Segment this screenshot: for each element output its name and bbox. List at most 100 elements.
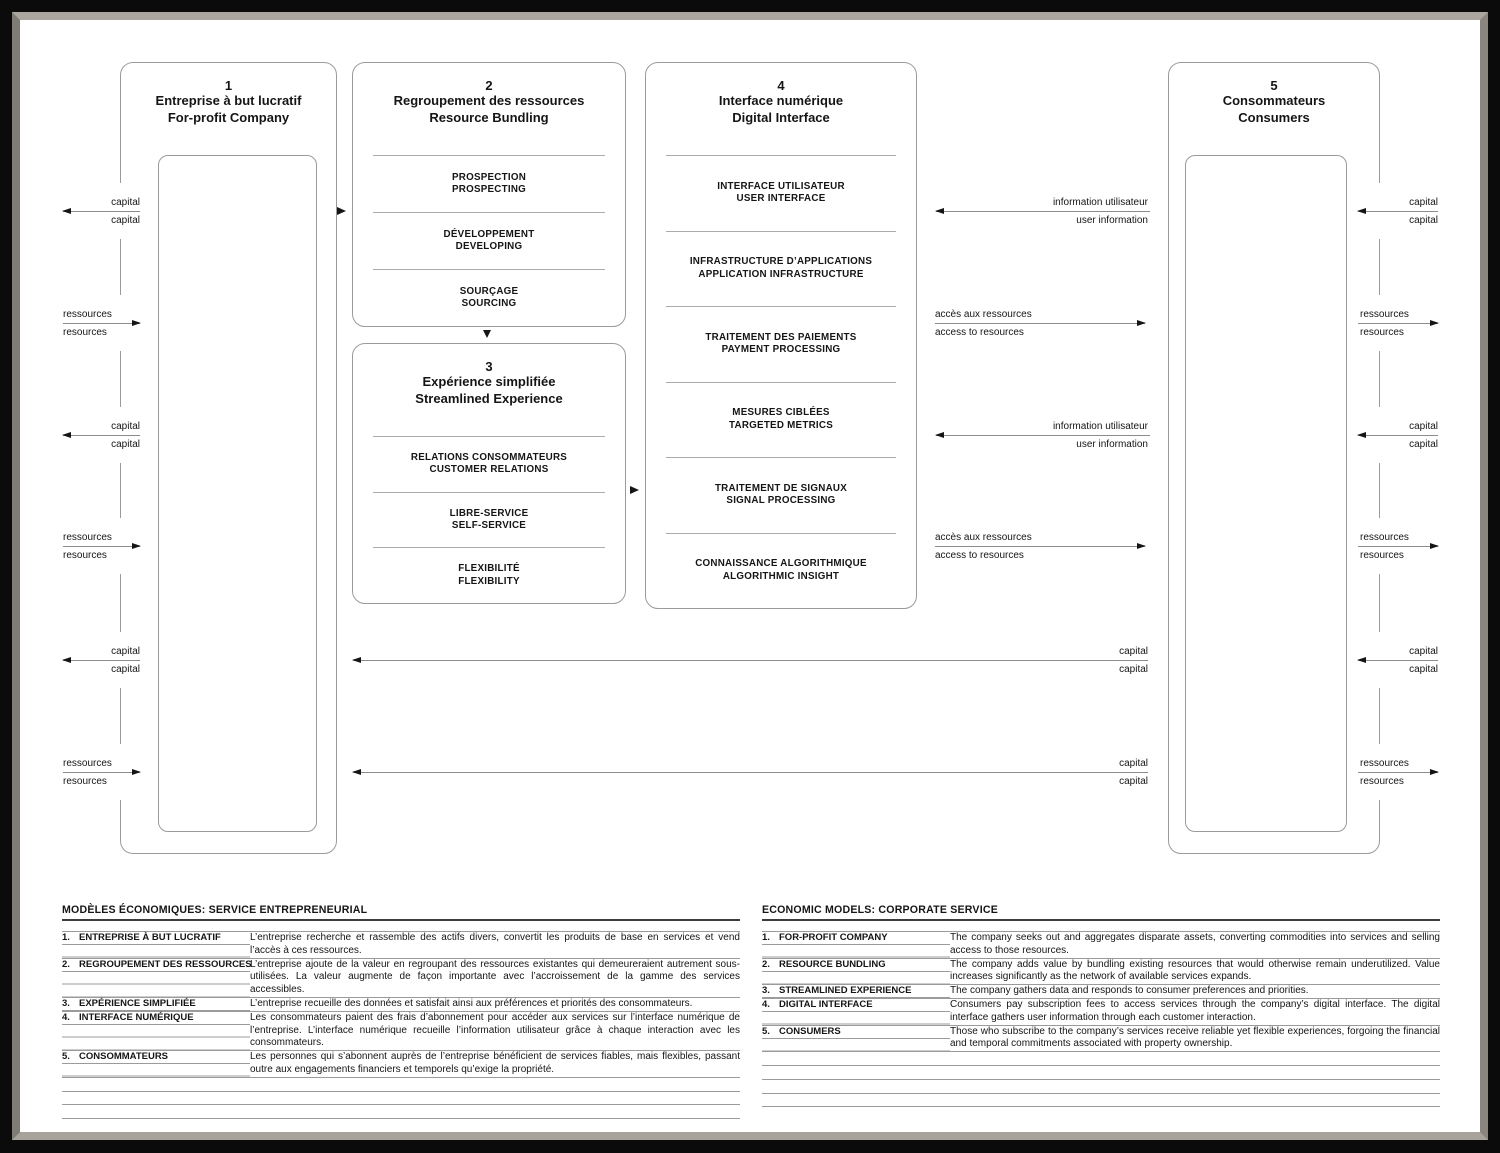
legend-item-title: 1.ENTREPRISE À BUT LUCRATIF [62,932,250,958]
arrow-ressources-left-2 [63,543,141,549]
flow-label-ressources-fr: ressources [63,532,112,543]
item-label-en: APPLICATION INFRASTRUCTURE [698,268,864,280]
arrow-box3-to-box4-icon [630,486,639,494]
flow-label-capital-en: capital [111,215,140,226]
flow-label-user-info-en: user information [1076,439,1148,450]
arrow-ressources-left-1 [63,320,141,326]
flow-label-ressources-fr: ressources [63,758,112,769]
flow-label-access-fr: accès aux ressources [935,309,1032,320]
flow-label-capital-en: capital [111,439,140,450]
box-header: 5 Consommateurs Consumers [1169,63,1379,155]
table-row: 1.ENTREPRISE À BUT LUCRATIF L’entreprise… [62,932,740,959]
flow-label-capital-en: capital [1119,776,1148,787]
box-header: 4 Interface numérique Digital Interface [646,63,916,155]
table-row: 3. EXPÉRIENCE SIMPLIFIÉE L’entreprise rec… [62,997,740,1012]
item-label-en: FLEXIBILITY [458,575,520,587]
flow-label-capital-en: capital [1409,664,1438,675]
box-header: 3 Expérience simplifiée Streamlined Expe… [353,344,625,436]
item-label-fr: DÉVELOPPEMENT [443,228,535,240]
box-title-en: Digital Interface [732,109,830,125]
legend-item-desc: L’entreprise recueille des données et sa… [250,997,693,1009]
arrow-user-information-1 [935,208,1150,214]
legend-item-title: 4.INTERFACE NUMÉRIQUE [62,1011,250,1051]
legend-item-title: 4.DIGITAL INTERFACE [762,998,950,1025]
table-row: 5.CONSOMMATEURS Les personnes qui s’abon… [62,1051,740,1078]
table-row-empty [62,1078,740,1092]
table-row-empty [62,1092,740,1106]
arrow-ressources-right-3 [1358,769,1439,775]
legend-item-name: EXPÉRIENCE SIMPLIFIÉE [79,997,196,1009]
flow-label-ressources-en: resources [1360,776,1404,787]
box-title-en: Streamlined Experience [415,390,563,406]
item-label-fr: LIBRE-SERVICE [449,507,529,519]
table-row-empty [762,1052,1440,1066]
diagram-canvas: 1 Entreprise à but lucratif For-profit C… [12,12,1488,1140]
flow-label-access-en: access to resources [935,327,1024,338]
arrow-capital-consumers-to-company-2 [352,769,1148,775]
legend-item-name: DIGITAL INTERFACE [779,998,873,1010]
box-number: 3 [485,359,493,374]
flow-label-capital-en: capital [1409,215,1438,226]
arrow-ressources-right-1 [1358,320,1439,326]
box-resource-bundling: 2 Regroupement des ressources Resource B… [352,62,626,327]
legend-item-number: 2. [762,958,770,970]
table-row: 3.STREAMLINED EXPERIENCE The company gat… [762,985,1440,999]
flow-label-user-info-fr: information utilisateur [1052,197,1148,208]
legend-item-desc: The company adds value by bundling exist… [950,958,1440,983]
arrow-access-resources-2 [935,543,1146,549]
item-label-en: USER INTERFACE [736,193,826,205]
legend-item-number: 3. [62,997,70,1009]
flow-label-ressources-en: resources [63,550,107,561]
flow-label-capital-fr: capital [111,646,140,657]
item-label-fr: MESURES CIBLÉES [732,407,830,419]
flow-label-ressources-fr: ressources [63,309,112,320]
box-digital-interface: 4 Interface numérique Digital Interface … [645,62,917,609]
legend-item-title: 3. EXPÉRIENCE SIMPLIFIÉE [62,997,250,1011]
item-label-en: SELF-SERVICE [451,520,527,531]
flow-label-ressources-en: resources [63,327,107,338]
flow-label-capital-en: capital [1119,664,1148,675]
box-title-fr: Interface numérique [718,93,844,108]
item-label-en: PROSPECTING [451,184,527,195]
legend-item-name: ENTREPRISE À BUT LUCRATIF [79,932,221,943]
box-number: 2 [485,78,493,93]
item-label-fr: TRAITEMENT DES PAIEMENTS [705,331,857,343]
legend-item-title: 1.FOR-PROFIT COMPANY [762,932,950,958]
legend-table-fr: 1.ENTREPRISE À BUT LUCRATIF L’entreprise… [62,931,740,1120]
box-consumers-inner-panel [1185,155,1347,832]
legend-item-number: 5. [62,1051,70,1063]
item-label-fr: TRAITEMENT DE SIGNAUX [714,482,848,494]
legend-item-name: FOR-PROFIT COMPANY [779,932,888,943]
legend-header-fr: MODÈLES ÉCONOMIQUES: SERVICE ENTREPRENEU… [62,904,740,921]
arrow-ressources-left-3 [63,769,141,775]
legend-english: ECONOMIC MODELS: CORPORATE SERVICE 1.FOR… [762,904,1440,1108]
table-row: 1.FOR-PROFIT COMPANY The company seeks o… [762,932,1440,959]
legend-item-desc: L’entreprise recherche et rassemble des … [250,932,740,956]
table-row-empty [62,1105,740,1120]
box-number: 4 [777,78,785,93]
legend-item-title: 5.CONSOMMATEURS [62,1051,250,1077]
arrow-capital-right-1 [1357,208,1438,214]
box-title-fr: Consommateurs [1222,93,1326,108]
table-row-empty [762,1066,1440,1080]
flow-label-ressources-en: resources [63,776,107,787]
box-number: 1 [224,78,233,93]
arrow-capital-right-3 [1357,657,1438,663]
flow-label-capital-fr: capital [1119,758,1148,769]
legend-item-title: 5.CONSUMERS [762,1025,950,1052]
flow-label-ressources-en: resources [1360,550,1404,561]
box-title-fr: Entreprise à but lucratif [155,93,302,108]
flow-label-ressources-fr: ressources [1360,532,1409,543]
box-title-en: For-profit Company [167,109,290,125]
legend-item-name: REGROUPEMENT DES RESSOURCES [79,958,252,970]
flow-label-capital-fr: capital [1409,421,1438,432]
